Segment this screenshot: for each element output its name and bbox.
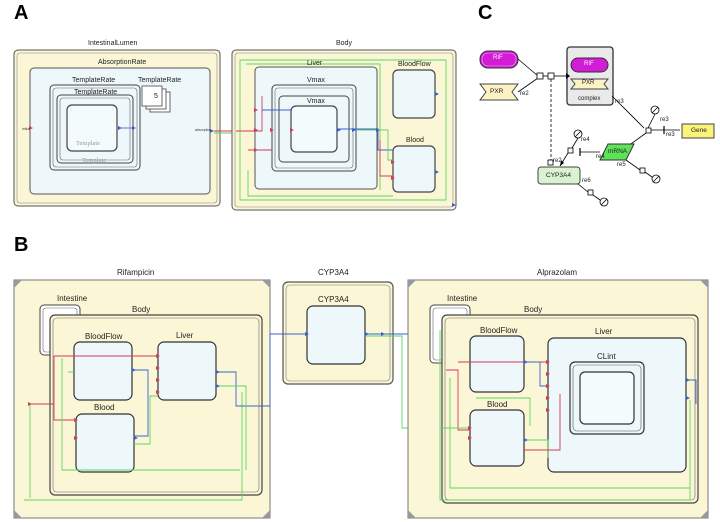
rif-complex-label: RIF bbox=[584, 61, 594, 67]
pxr-complex-label: PXR bbox=[582, 80, 595, 86]
template-box[interactable] bbox=[66, 104, 118, 152]
template-rate-stack-label: TemplateRate bbox=[138, 77, 182, 84]
template-rate-stack[interactable] bbox=[141, 85, 163, 107]
rif-label-1: RIF bbox=[493, 55, 503, 61]
rifampicin-intestine-label: Intestine bbox=[57, 294, 88, 303]
re4-label-a: re4 bbox=[581, 137, 590, 143]
cyp3a4-species-label: CYP3A4 bbox=[546, 172, 571, 179]
alprazolam-title: Alprazolam bbox=[537, 268, 578, 277]
vmax-inner-label: Vmax bbox=[307, 98, 325, 105]
liver-label-a: Liver bbox=[307, 60, 323, 67]
bloodflow-box-a[interactable] bbox=[392, 69, 436, 119]
panel-letter-a: A bbox=[14, 2, 29, 24]
panel-letter-c: C bbox=[478, 2, 493, 24]
vmax-outer-label: Vmax bbox=[307, 77, 325, 84]
gene-species[interactable] bbox=[681, 123, 715, 139]
template-rate-label-1: TemplateRate bbox=[72, 77, 116, 84]
rifampicin-blood-label: Blood bbox=[94, 403, 115, 412]
rifampicin-blood-box[interactable] bbox=[75, 413, 135, 473]
bloodflow-label-a: BloodFlow bbox=[398, 61, 431, 68]
gene-label: Gene bbox=[691, 127, 707, 134]
intestinal-lumen-label: IntestinalLumen bbox=[88, 40, 138, 47]
re2-label-b: re2 bbox=[553, 158, 562, 164]
clint-label: CLint bbox=[597, 352, 616, 361]
rifampicin-bloodflow-box[interactable] bbox=[73, 341, 133, 401]
rifampicin-body-label: Body bbox=[132, 305, 151, 314]
absorption-rate-label: AbsorptionRate bbox=[98, 59, 147, 66]
alprazolam-intestine-label: Intestine bbox=[447, 294, 478, 303]
body-label-a: Body bbox=[336, 40, 352, 47]
alprazolam-bloodflow-box[interactable] bbox=[469, 335, 525, 393]
re5-label: re5 bbox=[617, 162, 626, 168]
alprazolam-liver-label: Liver bbox=[595, 327, 613, 336]
alprazolam-blood-box[interactable] bbox=[469, 409, 525, 467]
svg-text:absorption: absorption bbox=[195, 128, 211, 132]
pxr-species-1[interactable] bbox=[479, 83, 519, 101]
cyp3a4-title: CYP3A4 bbox=[318, 268, 349, 277]
svg-text:influx: influx bbox=[22, 127, 30, 131]
rifampicin-title: Rifampicin bbox=[117, 268, 155, 277]
re4-label-b: re4 bbox=[596, 154, 605, 160]
rifampicin-liver-box[interactable] bbox=[157, 341, 217, 401]
mrna-label: mRNA bbox=[608, 148, 628, 155]
cyp3a4-species[interactable] bbox=[537, 166, 581, 185]
alprazolam-bloodflow-label: BloodFlow bbox=[480, 326, 518, 335]
complex-label: complex bbox=[578, 96, 601, 102]
re3-label-b: re3 bbox=[660, 117, 669, 123]
re3-label-a: re3 bbox=[615, 99, 624, 105]
stack-count: 5 bbox=[154, 93, 158, 100]
re6-label: re6 bbox=[582, 178, 591, 184]
template-label-1: Template bbox=[76, 140, 101, 147]
cyp3a4-inner-box[interactable] bbox=[306, 305, 366, 365]
panel-letter-b: B bbox=[14, 234, 29, 256]
template-rate-label-2: TemplateRate bbox=[74, 89, 118, 96]
pxr-label-1: PXR bbox=[490, 88, 504, 95]
blood-box-a[interactable] bbox=[392, 145, 436, 193]
rifampicin-bloodflow-label: BloodFlow bbox=[85, 332, 123, 341]
alprazolam-body-label: Body bbox=[524, 305, 543, 314]
blood-label-a: Blood bbox=[406, 137, 424, 144]
rifampicin-liver-label: Liver bbox=[176, 331, 194, 340]
alprazolam-blood-label: Blood bbox=[487, 400, 508, 409]
cyp3a4-inner-label: CYP3A4 bbox=[318, 295, 349, 304]
re3-label-c: re3 bbox=[666, 132, 675, 138]
template-label-2: Template bbox=[82, 157, 107, 164]
re2-label: re2 bbox=[520, 91, 529, 97]
